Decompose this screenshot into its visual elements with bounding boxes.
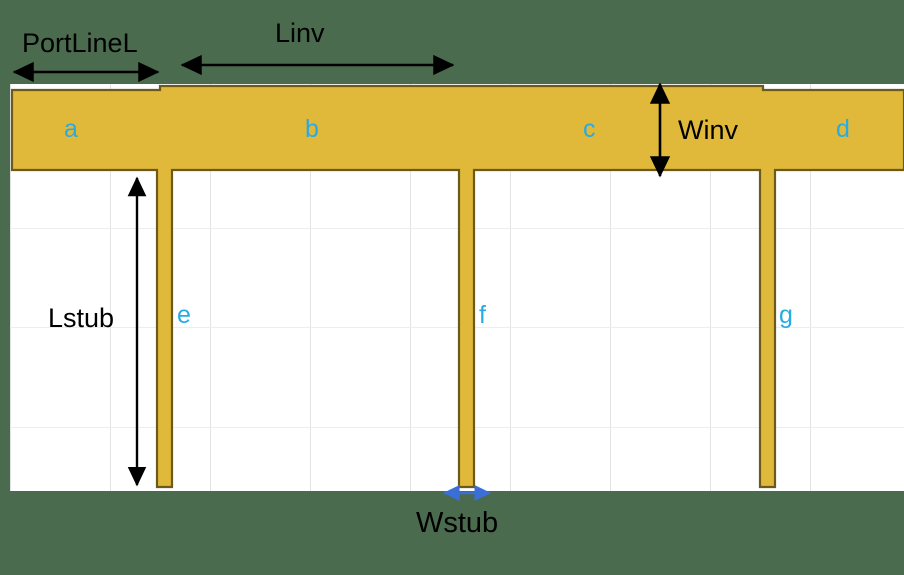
gridline-vertical: [610, 84, 611, 491]
gridline-vertical: [310, 84, 311, 491]
dimension-label-linv: Linv: [275, 18, 325, 48]
gridline-vertical: [110, 84, 111, 491]
section-label-f: f: [479, 301, 486, 329]
section-label-a: a: [64, 115, 78, 143]
gridline-horizontal: [10, 327, 904, 328]
dimension-label-portlinel: PortLineL: [22, 28, 138, 58]
section-label-d: d: [836, 115, 850, 143]
section-label-e: e: [177, 301, 191, 329]
section-label-c: c: [583, 115, 596, 143]
drawing-canvas: [10, 84, 904, 491]
gridline-vertical: [510, 84, 511, 491]
dimension-label-winv: Winv: [678, 115, 738, 145]
section-label-b: b: [305, 115, 319, 143]
gridline-vertical: [10, 84, 11, 491]
gridline-vertical: [810, 84, 811, 491]
gridline-vertical: [410, 84, 411, 491]
gridline-vertical: [210, 84, 211, 491]
section-label-g: g: [779, 301, 793, 329]
gridline-vertical: [710, 84, 711, 491]
gridline-horizontal: [10, 228, 904, 229]
dimension-label-lstub: Lstub: [48, 303, 115, 333]
dimension-label-wstub: Wstub: [416, 507, 499, 539]
gridline-horizontal: [10, 427, 904, 428]
